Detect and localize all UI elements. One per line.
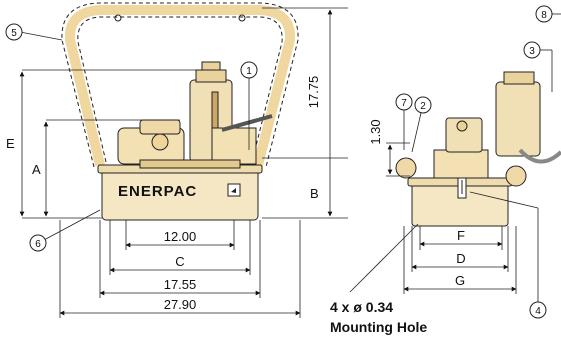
dim-B: B bbox=[310, 186, 319, 201]
dim-E: E bbox=[6, 136, 15, 151]
dim-12-00: 12.00 bbox=[164, 229, 197, 244]
dim-A: A bbox=[32, 162, 41, 177]
front-view: ENERPAC 12.00 C 17.55 27.90 bbox=[5, 2, 348, 318]
dim-G: G bbox=[455, 273, 465, 288]
mounting-hole-line2: Mounting Hole bbox=[330, 319, 427, 335]
callout-5: 5 bbox=[11, 28, 17, 39]
mounting-hole-line1: 4 x ø 0.34 bbox=[330, 299, 393, 315]
callout-4: 4 bbox=[535, 306, 541, 317]
callout-1: 1 bbox=[246, 66, 252, 77]
dim-F: F bbox=[457, 228, 465, 243]
dim-1-30: 1.30 bbox=[368, 119, 383, 144]
dim-17-55: 17.55 bbox=[164, 277, 197, 292]
dim-17-75: 17.75 bbox=[306, 76, 321, 109]
callout-6: 6 bbox=[35, 239, 41, 250]
dim-D: D bbox=[456, 251, 465, 266]
callout-2: 2 bbox=[420, 101, 426, 112]
callout-8: 8 bbox=[541, 10, 547, 21]
dim-27-90: 27.90 bbox=[164, 297, 197, 312]
brand-label: ENERPAC bbox=[118, 183, 197, 200]
roll-cage-outline bbox=[61, 2, 299, 168]
side-canister bbox=[495, 81, 541, 157]
dim-C: C bbox=[175, 254, 184, 269]
side-view: 1.30 F D G 7 2 3 8 4 4 x ø 0.3 bbox=[330, 5, 561, 335]
callout-3: 3 bbox=[529, 46, 535, 57]
roll-cage bbox=[64, 5, 296, 167]
callout-7: 7 bbox=[401, 98, 407, 109]
